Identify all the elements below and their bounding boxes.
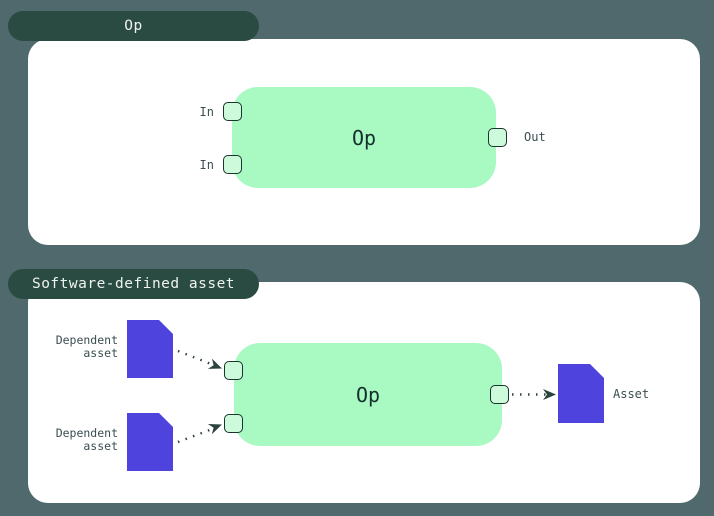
op-input-port-1 [223,102,242,121]
sda-section-tab: Software-defined asset [8,269,259,299]
output-asset-document-icon [558,364,604,423]
sda-op-node: Op [234,343,502,446]
op-output-label: Out [524,130,546,144]
output-asset-label: Asset [613,387,650,401]
op-output-port [488,128,507,147]
op-node: Op [232,87,496,188]
op-tab-label: Op [124,18,143,34]
sda-tab-label: Software-defined asset [31,276,236,292]
sda-op-node-label: Op [355,382,381,407]
op-node-label: Op [351,125,377,150]
dependent-asset-2-document-icon [127,413,173,471]
op-input-port-2 [223,155,242,174]
sda-input-port-1 [224,361,243,380]
op-input-1-label: In [199,104,214,119]
sda-input-port-2 [224,414,243,433]
sda-output-port [490,385,509,404]
dependent-asset-1-label: Dependent asset [55,333,118,360]
dependent-asset-1-document-icon [127,320,173,378]
dependent-asset-2-label: Dependent asset [55,426,118,453]
op-section-tab: Op [8,11,259,41]
op-input-2-label: In [199,157,214,172]
